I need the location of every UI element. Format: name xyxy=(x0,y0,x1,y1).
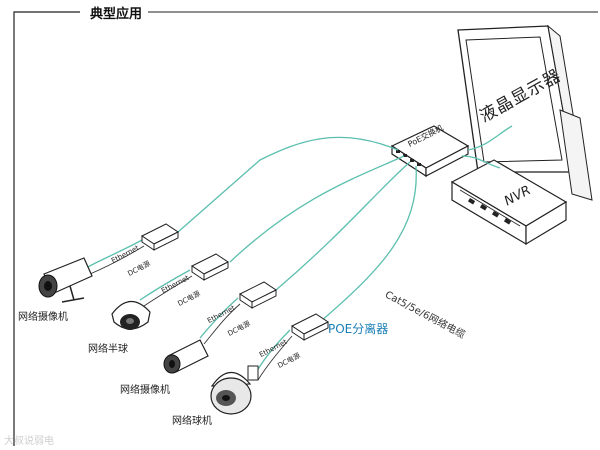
cable-dome xyxy=(139,269,191,301)
diagram-title: 典型应用 xyxy=(86,3,147,22)
dc-lines xyxy=(89,245,293,381)
poe-switch xyxy=(390,125,470,178)
splitter-2 xyxy=(191,253,229,281)
cable-3 xyxy=(275,161,411,291)
cable-cam1 xyxy=(85,239,143,269)
half-dome-camera xyxy=(111,300,151,330)
cable-cam2 xyxy=(199,297,239,339)
cable-4 xyxy=(319,165,417,323)
network-cables xyxy=(85,125,513,377)
bullet-camera-top xyxy=(38,257,93,303)
cable-switch-monitor xyxy=(467,125,513,151)
splitter-label: POE分离器 xyxy=(328,322,389,336)
splitter-4 xyxy=(291,313,329,341)
monitor xyxy=(457,24,593,201)
cable-switch-nvr xyxy=(461,155,501,169)
cable-2 xyxy=(229,155,405,263)
nvr xyxy=(450,159,568,246)
splitter-3 xyxy=(239,281,277,309)
device-label-camera-top: 网络摄像机 xyxy=(18,312,68,323)
watermark: 大叔说弱电 xyxy=(4,436,54,447)
speed-dome-camera xyxy=(210,365,259,415)
device-label-camera-bottom: 网络摄像机 xyxy=(120,385,170,396)
bullet-camera-bottom xyxy=(163,339,209,374)
device-label-half-dome: 网络半球 xyxy=(88,344,128,355)
device-label-speed-dome: 网络球机 xyxy=(172,416,212,427)
frame-line xyxy=(13,11,80,446)
cable-1 xyxy=(177,136,399,233)
splitter-1 xyxy=(141,223,179,251)
